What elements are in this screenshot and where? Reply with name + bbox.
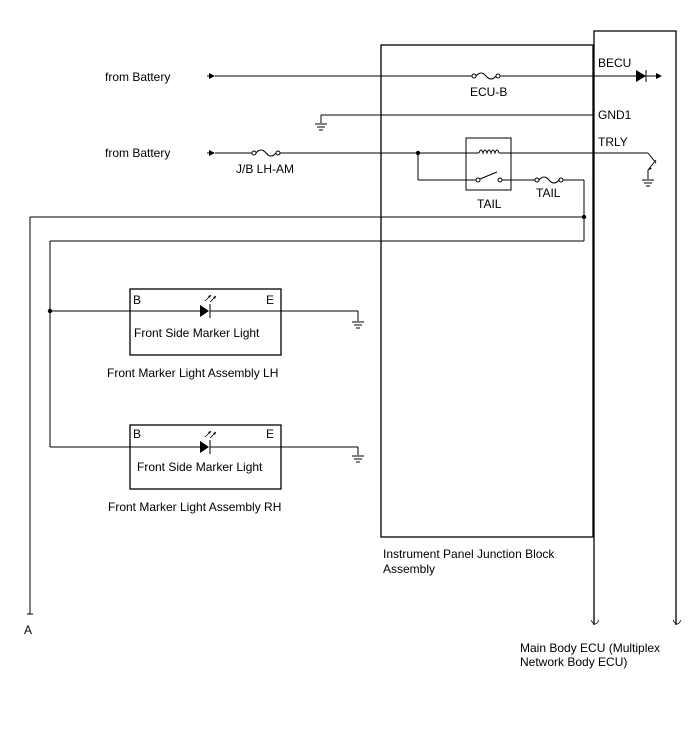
- rh-light-label: Front Side Marker Light: [137, 460, 263, 474]
- lh-terminal-b: B: [133, 293, 141, 307]
- junction-block-box: [380, 44, 594, 538]
- junction-block-label-line2: Assembly: [383, 562, 435, 576]
- rh-assembly-label: Front Marker Light Assembly RH: [108, 500, 281, 514]
- main-ecu-label-line2: Network Body ECU): [520, 655, 627, 669]
- arrow-right-icon: [207, 73, 215, 79]
- ground-icon: [315, 123, 327, 131]
- lh-light-label: Front Side Marker Light: [134, 326, 260, 340]
- gnd1-label: GND1: [598, 108, 632, 122]
- relay-coil-icon: [466, 149, 511, 155]
- junction-block-label-line1: Instrument Panel Junction Block: [383, 547, 555, 561]
- rh-terminal-b: B: [133, 427, 141, 441]
- tail-relay-label: TAIL: [477, 197, 502, 211]
- tail-fuse-label: TAIL: [536, 186, 561, 200]
- tail-relay-box: [465, 137, 512, 191]
- lh-assembly-label: Front Marker Light Assembly LH: [107, 366, 278, 380]
- diode-icon: [636, 70, 662, 82]
- ecu-b-label: ECU-B: [470, 85, 507, 99]
- transistor-icon: [594, 152, 657, 187]
- trly-label: TRLY: [598, 135, 628, 149]
- from-battery-label-1: from Battery: [105, 70, 170, 84]
- main-body-ecu-break: [590, 619, 682, 625]
- fuse-icon: [251, 149, 281, 157]
- led-icon: [130, 430, 281, 454]
- from-battery-label-2: from Battery: [105, 146, 170, 160]
- jb-lh-am-label: J/B LH-AM: [236, 162, 294, 176]
- lh-terminal-e: E: [266, 293, 274, 307]
- ground-icon: [352, 455, 364, 463]
- rh-terminal-e: E: [266, 427, 274, 441]
- rh-marker-light-box: [129, 424, 282, 490]
- lh-marker-light-box: [129, 288, 282, 356]
- relay-switch-icon: [475, 171, 503, 183]
- fuse-icon: [471, 72, 501, 80]
- main-ecu-label-line1: Main Body ECU (Multiplex: [520, 641, 660, 655]
- terminal-a-label: A: [24, 623, 32, 637]
- led-icon: [130, 294, 281, 318]
- arrow-right-icon: [207, 150, 215, 156]
- ground-icon: [352, 321, 364, 329]
- fuse-icon: [534, 176, 564, 184]
- becu-label: BECU: [598, 56, 631, 70]
- main-body-ecu-box: [593, 30, 677, 625]
